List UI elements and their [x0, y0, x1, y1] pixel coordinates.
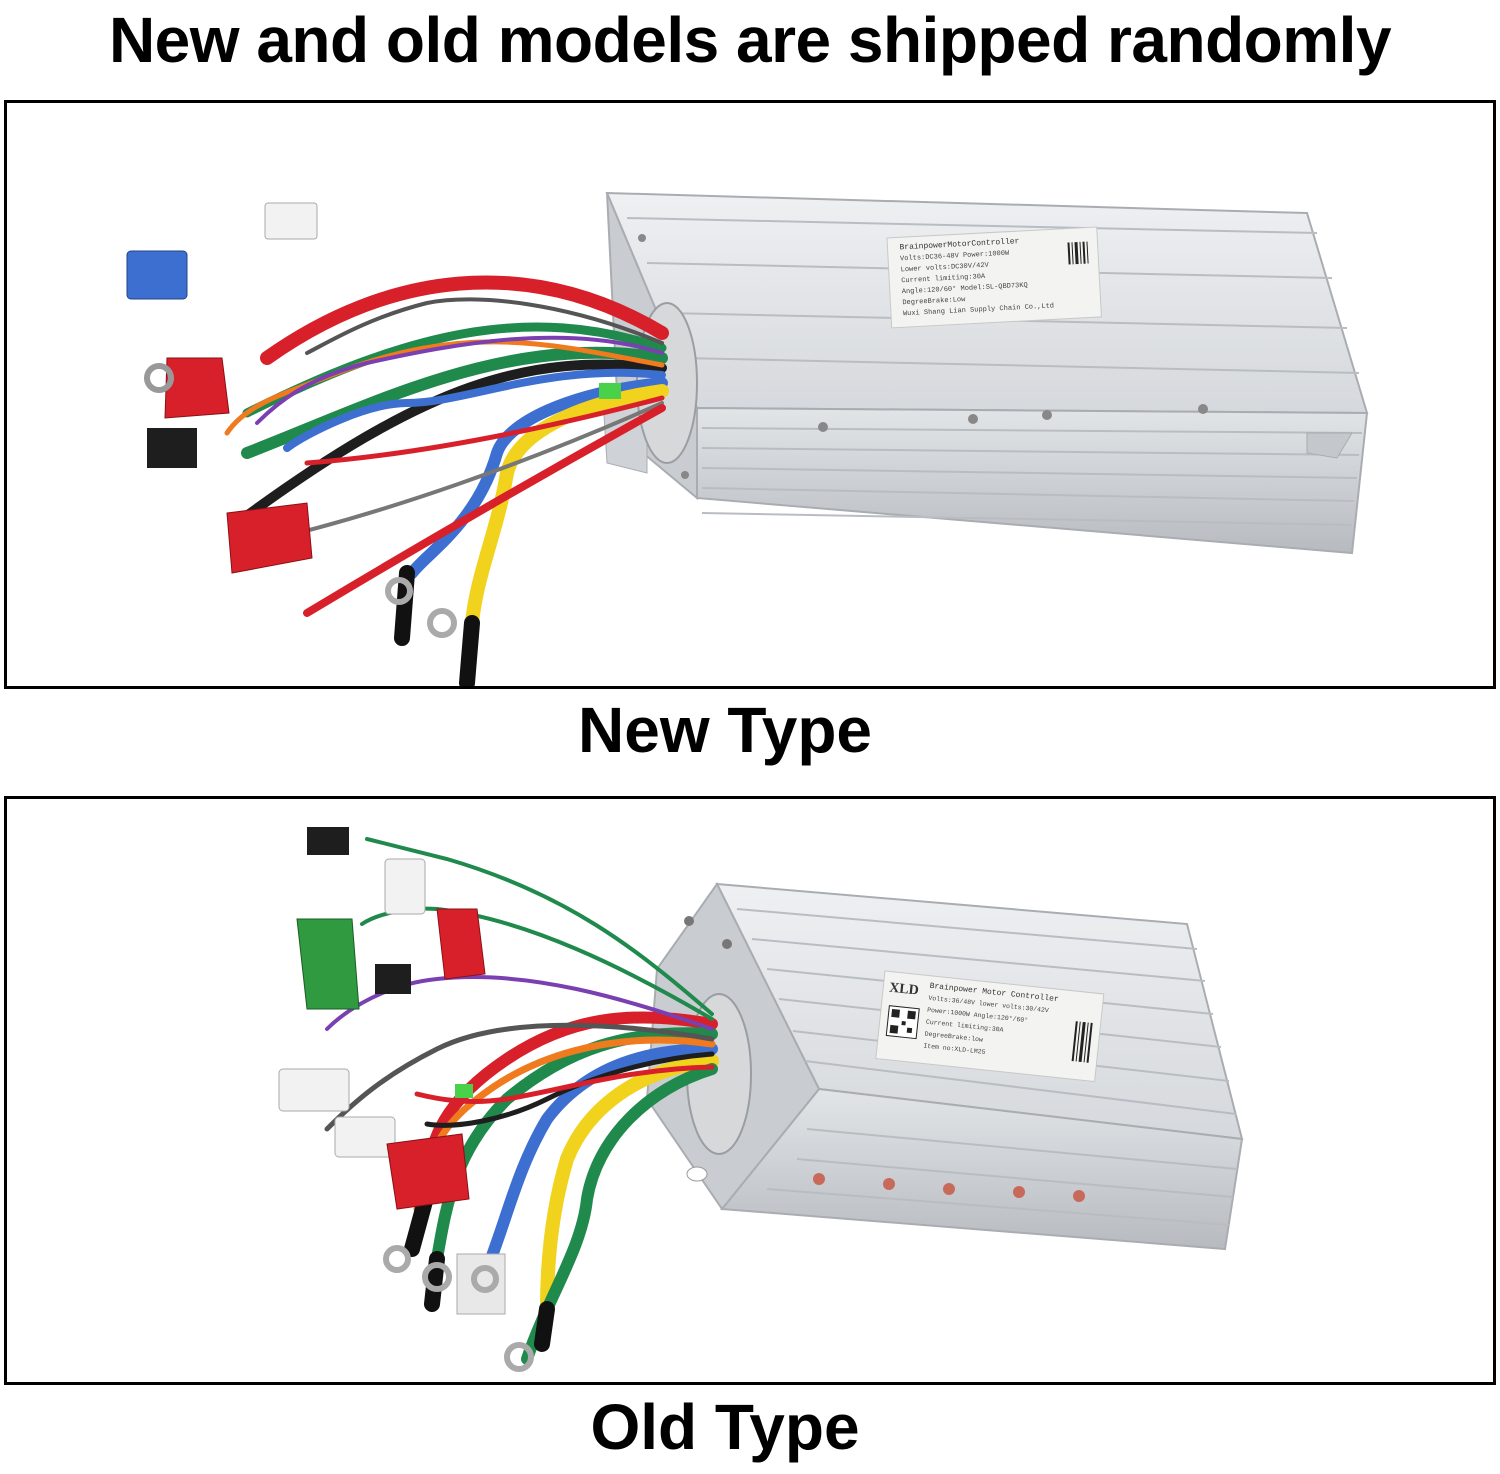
wire-bundle [224, 275, 669, 686]
white-connector-large [278, 1068, 350, 1112]
ring-terminal [385, 577, 413, 605]
green-connector [296, 918, 360, 1010]
ring-terminal [427, 608, 457, 638]
blue-connector [126, 250, 188, 300]
red-connector-bottom [226, 502, 313, 574]
white-connector-small [334, 1116, 396, 1158]
old-type-controller-photo: XLD Brainpower Motor Controller Volts:36… [278, 827, 1244, 1372]
new-type-image-panel: BrainpowerMotorController Volts:DC36-48V… [4, 100, 1496, 689]
controller-label-sticker: XLD Brainpower Motor Controller Volts:36… [875, 970, 1105, 1083]
brand-logo: XLD [888, 981, 919, 999]
red-connector-bottom [386, 1133, 470, 1210]
white-connector [264, 202, 318, 240]
black-connector [147, 428, 197, 468]
new-type-controller-photo: BrainpowerMotorController Volts:DC36-48V… [126, 191, 1369, 686]
mounting-screws [813, 1173, 1085, 1202]
ring-terminal [422, 1262, 452, 1292]
old-type-caption: Old Type [590, 1391, 860, 1463]
new-type-caption: New Type [578, 694, 872, 766]
ring-terminal [144, 363, 174, 393]
barcode [1071, 1021, 1093, 1063]
qr-code [885, 1005, 920, 1040]
green-plug [455, 1084, 473, 1098]
wire-bundle [324, 837, 719, 1365]
label-line-6: DegreeBrake:Low [902, 296, 966, 307]
headline: New and old models are shipped randomly [108, 4, 1392, 76]
wire-connectors [278, 827, 534, 1372]
old-type-image-panel: XLD Brainpower Motor Controller Volts:36… [4, 796, 1496, 1385]
red-connector-top [436, 908, 486, 980]
barcode [1067, 241, 1089, 265]
ring-terminal [504, 1342, 534, 1372]
wire-connectors [126, 202, 621, 638]
white-connector [384, 858, 426, 915]
black-connector-top [307, 827, 349, 855]
red-connector-left [164, 357, 230, 419]
ring-terminal [383, 1245, 411, 1273]
green-plug [599, 383, 621, 399]
black-connector-mid [375, 964, 411, 994]
ring-terminal [471, 1265, 499, 1293]
controller-label-sticker: BrainpowerMotorController Volts:DC36-48V… [886, 226, 1102, 329]
